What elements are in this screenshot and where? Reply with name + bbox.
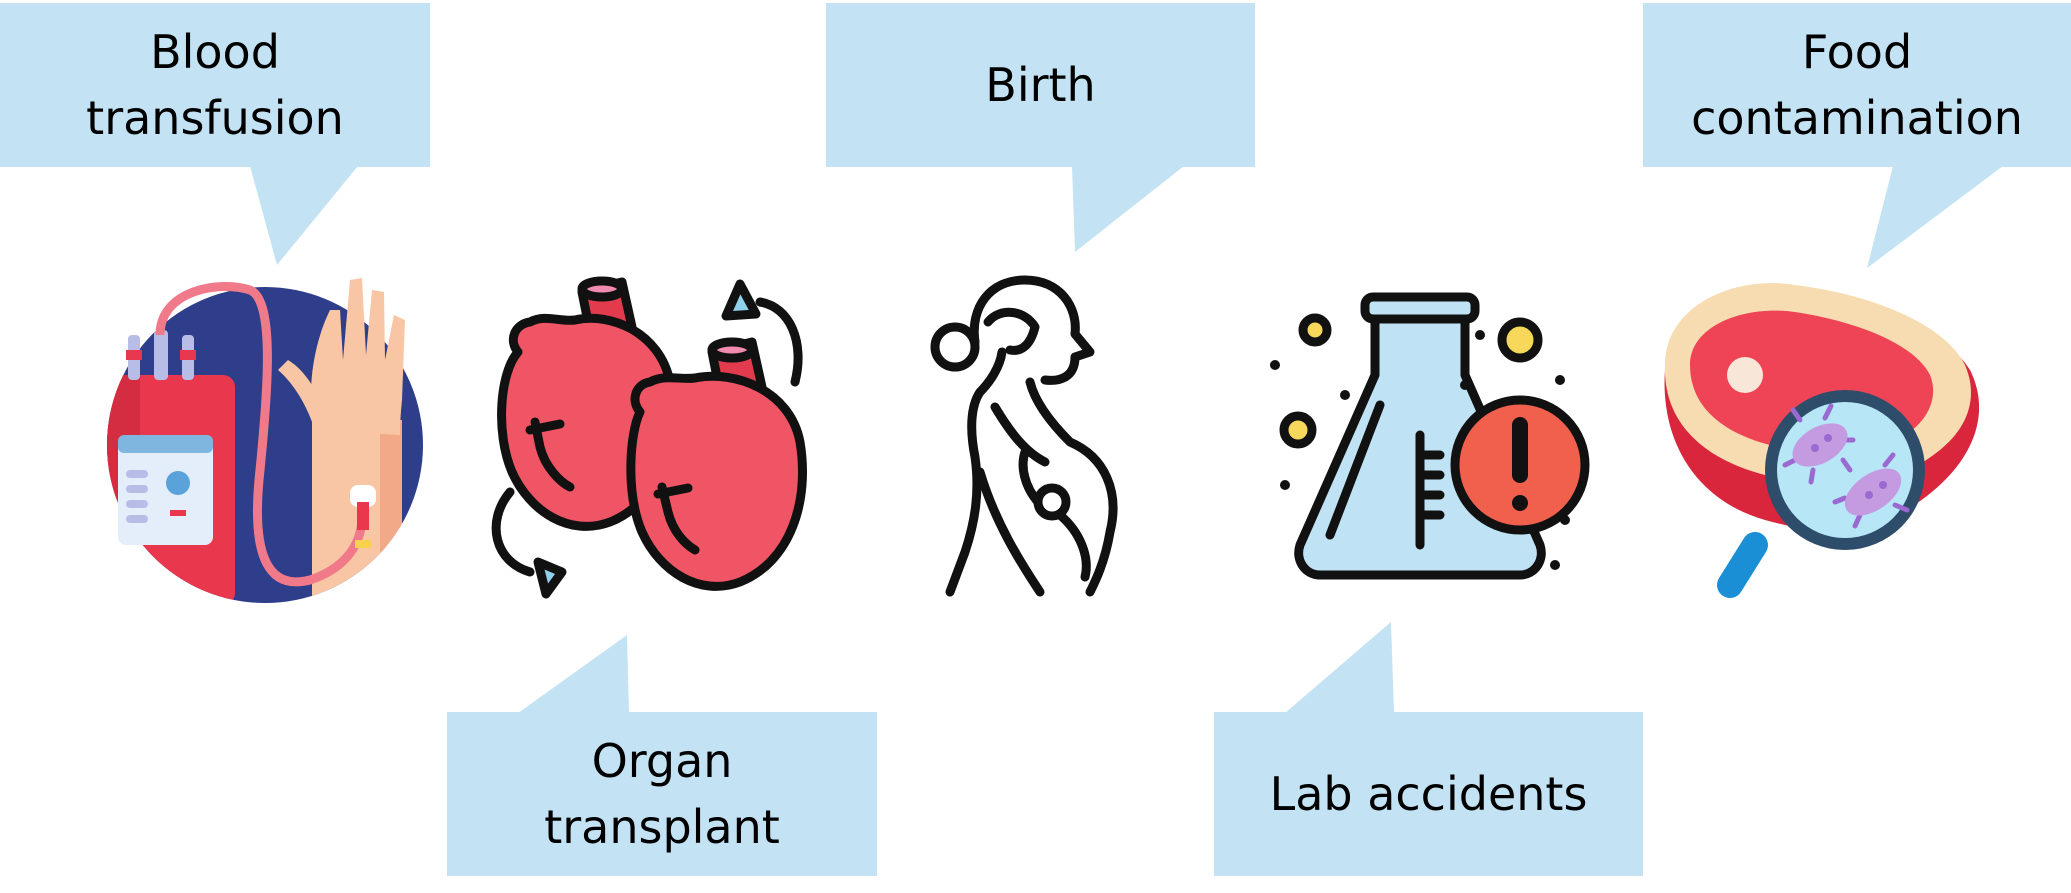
label-blood-transfusion-line1: Blood [150,25,280,79]
label-lab-accidents: Lab accidents [1269,767,1588,821]
label-organ-transplant-line2: transplant [544,800,780,854]
lab-flask-alert-icon [1270,292,1590,580]
label-food-contamination-line2: contamination [1691,91,2023,145]
callout-lab-accidents: Lab accidents [1214,712,1643,876]
blood-transfusion-icon [107,278,423,603]
label-birth: Birth [985,58,1096,112]
label-blood-transfusion-line2: transfusion [86,91,344,145]
organ-transplant-icon [491,276,807,599]
contaminated-meat-icon [1664,283,1980,598]
label-organ-transplant-line1: Organ [591,734,733,788]
callout-birth: Birth [826,3,1255,167]
callout-blood-transfusion: Blood transfusion [0,3,430,167]
pregnant-woman-icon [930,275,1118,597]
callout-organ-transplant: Organ transplant [447,712,877,876]
callout-food-contamination: Food contamination [1643,3,2071,167]
label-food-contamination-line1: Food [1801,25,1913,79]
